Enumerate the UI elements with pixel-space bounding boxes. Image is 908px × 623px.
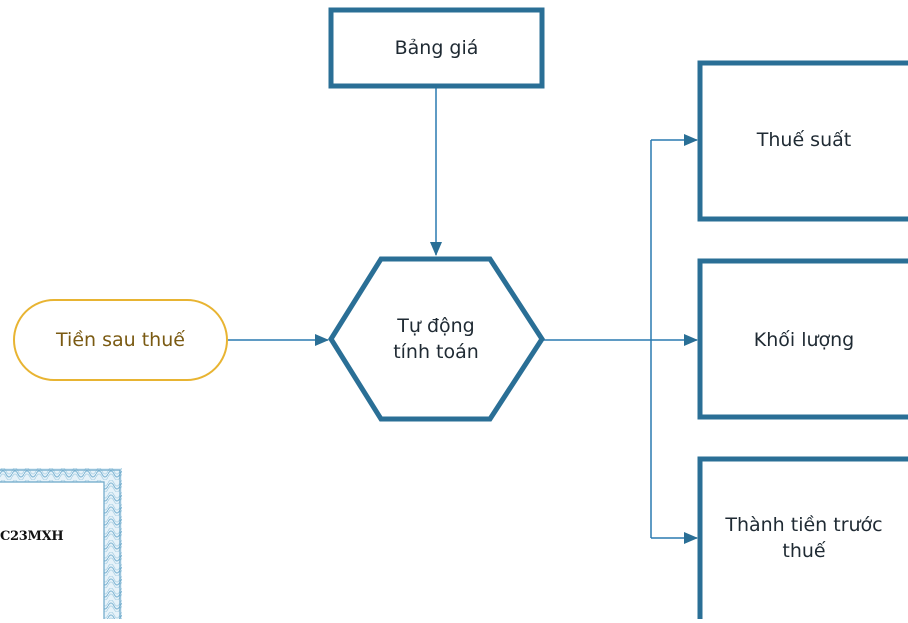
connectors	[228, 87, 698, 544]
after-tax-label: Tiền sau thuế	[56, 329, 185, 351]
price-table-label: Bảng giá	[394, 37, 479, 59]
pre-tax-amount-box	[697, 456, 908, 623]
certificate-border	[0, 468, 122, 619]
auto-calc-hexagon	[328, 256, 545, 422]
tax-rate-box	[697, 60, 908, 222]
certificate-fragment: C23MXH	[0, 468, 122, 619]
price-table-box	[328, 7, 545, 89]
after-tax-terminal	[13, 299, 228, 381]
quantity-label: Khối lượng	[753, 329, 855, 351]
pre-tax-amount-label-line-2: thuế	[782, 540, 826, 562]
pre-tax-amount-label-line-1: Thành tiền trước	[725, 514, 883, 536]
auto-calc-label: Tự động tính toán	[360, 313, 512, 365]
tax-rate-label: Thuế suất	[756, 129, 852, 151]
auto-calc-label-line-2: tính toán	[393, 341, 479, 363]
certificate-code: C23MXH	[0, 529, 64, 544]
quantity-box	[697, 258, 908, 420]
auto-calc-label-line-1: Tự động	[397, 315, 475, 337]
pre-tax-amount-label: Thành tiền trước thuế	[700, 512, 908, 564]
